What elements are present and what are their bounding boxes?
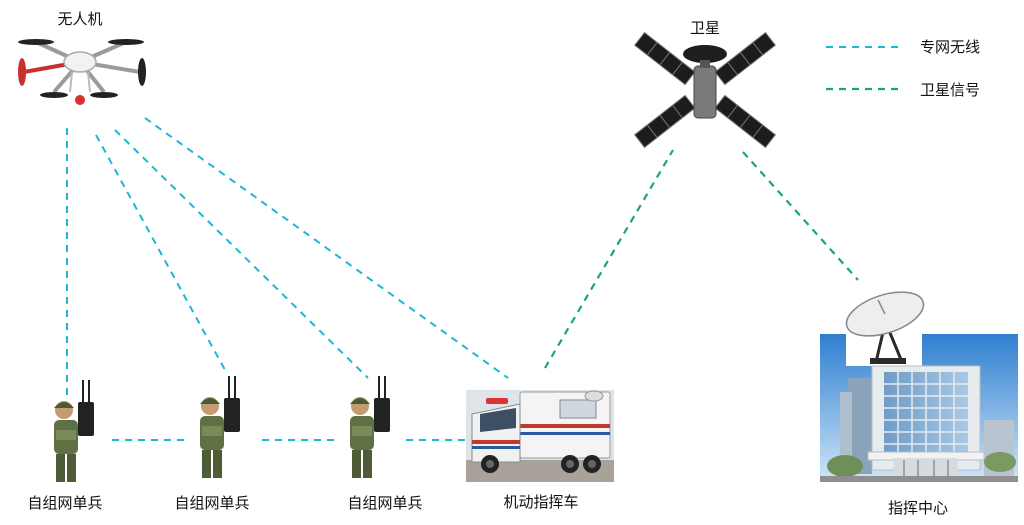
soldier-icon-3 — [350, 376, 390, 478]
soldier-icon-2 — [200, 376, 240, 478]
wireless-links — [66, 117, 509, 441]
soldier-label-3: 自组网单兵 — [347, 494, 423, 512]
command-center-icon — [820, 291, 1018, 482]
satellite-links — [544, 149, 859, 369]
link-drone-vehicle — [144, 117, 509, 379]
satellite-label: 卫星 — [689, 19, 721, 37]
link-drone-soldier-3 — [114, 129, 369, 379]
soldier-icon-1 — [54, 380, 94, 482]
satellite-icon — [633, 31, 777, 149]
link-satellite-center — [742, 151, 859, 281]
soldier-label-1: 自组网单兵 — [27, 494, 103, 512]
vehicle-label: 机动指挥车 — [503, 493, 579, 511]
drone-icon — [18, 39, 146, 105]
command-vehicle-icon — [466, 390, 614, 482]
command-center-label: 指挥中心 — [887, 499, 949, 517]
legend-satellite-label: 卫星信号 — [920, 81, 981, 99]
link-vehicle-satellite — [544, 149, 674, 369]
link-drone-soldier-2 — [95, 134, 226, 371]
soldier-label-2: 自组网单兵 — [174, 494, 250, 512]
drone-label: 无人机 — [57, 10, 103, 28]
legend-wireless-label: 专网无线 — [920, 38, 981, 56]
